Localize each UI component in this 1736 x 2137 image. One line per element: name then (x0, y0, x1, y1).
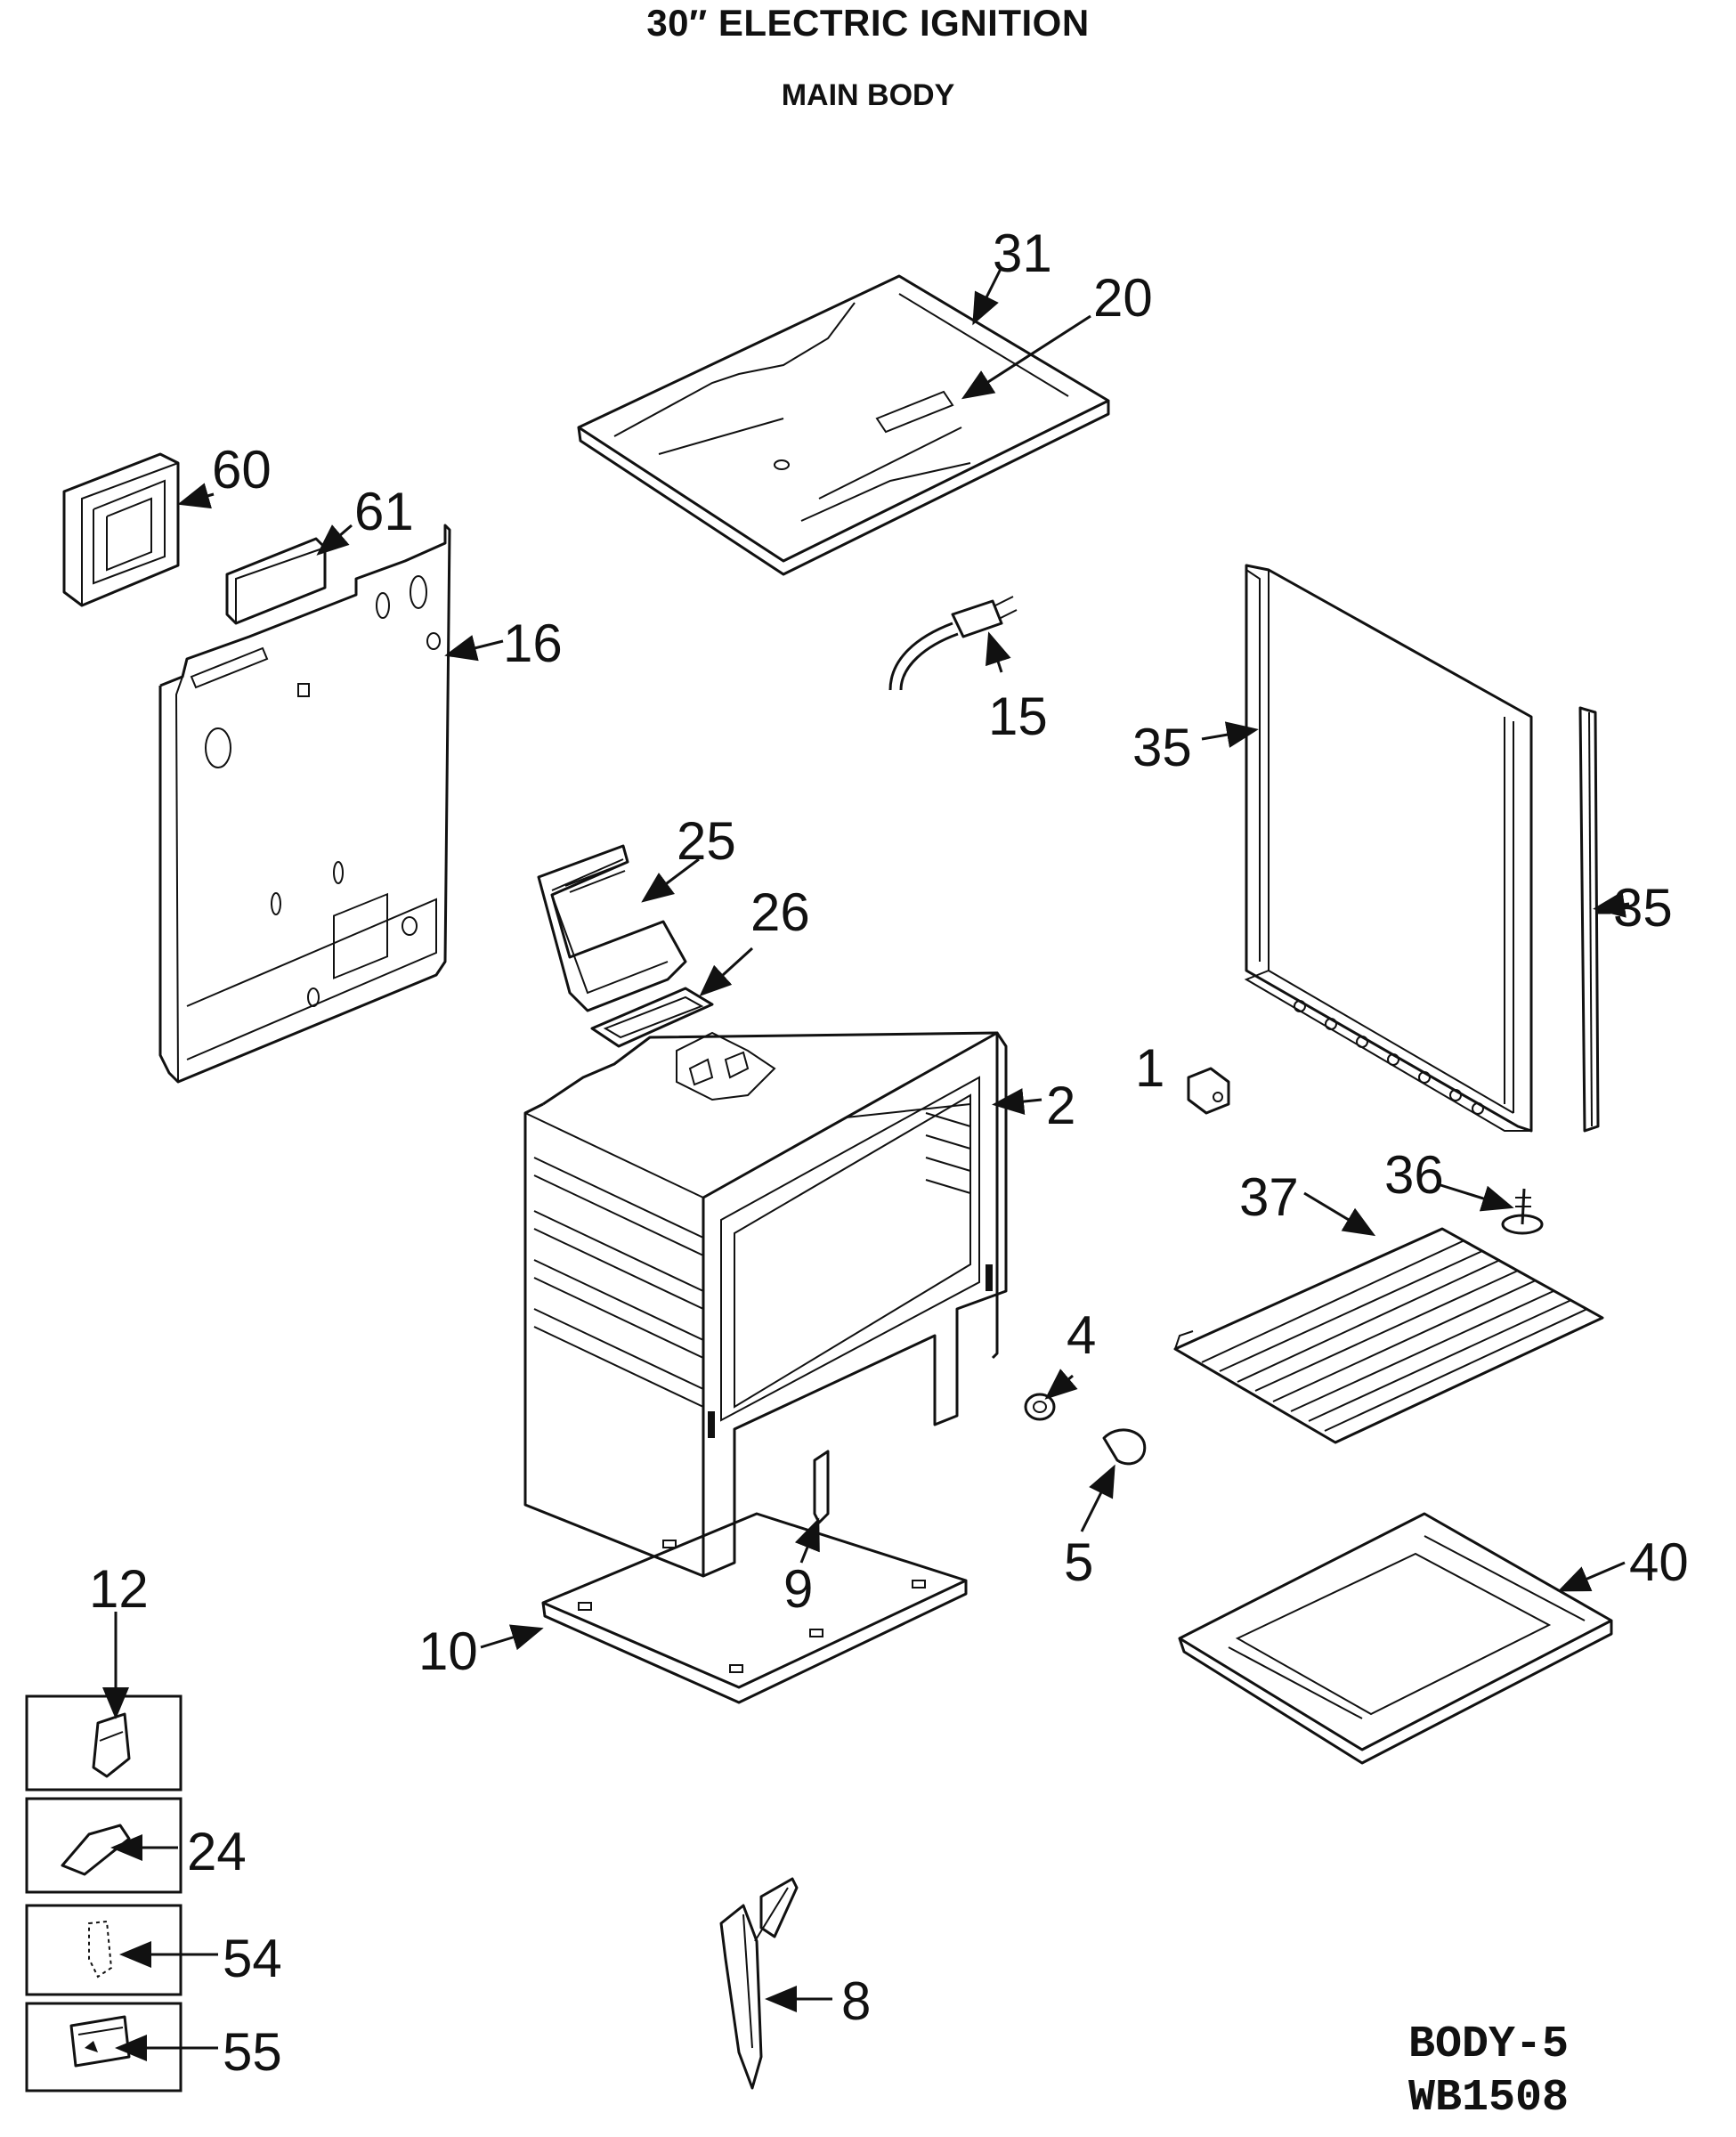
callout-31: 31 (993, 223, 1052, 283)
part-25-vent-duct (537, 844, 687, 1012)
part-40-bottom-tray (1178, 1512, 1613, 1765)
part-4-grommet (1024, 1393, 1056, 1421)
callout-24: 24 (187, 1822, 247, 1881)
part-1-knob (1187, 1067, 1230, 1115)
callout-20: 20 (1093, 268, 1153, 328)
callout-35-panel: 35 (1132, 718, 1192, 777)
callout-15: 15 (988, 687, 1048, 746)
callout-labels: 31 20 60 61 16 15 35 -35 25 26 2 1 37 36… (89, 223, 1689, 2082)
callout-35-trim: -35 (1595, 878, 1673, 938)
inset-part-54 (25, 1904, 183, 1996)
part-31-cooktop (577, 274, 1110, 576)
callout-61: 61 (354, 482, 414, 541)
callout-55: 55 (223, 2022, 282, 2082)
callout-10: 10 (418, 1621, 478, 1681)
callout-2: 2 (1046, 1076, 1075, 1135)
part-15-power-cord (888, 596, 1018, 691)
part-8-hinge (719, 1877, 799, 2090)
leader-lines (102, 266, 1630, 2061)
callout-26: 26 (750, 882, 810, 942)
callout-25: 25 (677, 811, 736, 871)
part-9-bracket (813, 1450, 830, 1524)
diagram-title: 30″ ELECTRIC IGNITION (646, 2, 1090, 44)
section-code: BODY-5 (1408, 2019, 1570, 2070)
callout-60: 60 (212, 440, 272, 500)
model-code: WB1508 (1408, 2073, 1570, 2124)
part-60-control-bracket (62, 452, 180, 607)
inset-part-12 (25, 1694, 183, 1792)
callout-1: 1 (1135, 1038, 1164, 1098)
callout-8: 8 (841, 1971, 871, 2031)
callout-9: 9 (783, 1559, 813, 1619)
diagram-subtitle: MAIN BODY (781, 78, 955, 112)
part-61-block (225, 537, 327, 625)
part-5-knob (1102, 1428, 1147, 1466)
part-10-bottom-panel (541, 1512, 968, 1704)
part-16-back-panel (158, 524, 451, 1084)
callout-40: 40 (1629, 1532, 1689, 1592)
callout-5: 5 (1064, 1532, 1093, 1592)
part-35-side-panel (1244, 564, 1533, 1133)
inset-part-24 (25, 1797, 183, 1894)
callout-36: 36 (1384, 1145, 1444, 1205)
part-26-gasket (590, 987, 714, 1048)
callout-12: 12 (89, 1559, 149, 1619)
callout-16: 16 (503, 613, 563, 673)
callout-4: 4 (1067, 1305, 1096, 1365)
callout-37: 37 (1239, 1167, 1299, 1227)
callout-54: 54 (223, 1929, 282, 1988)
part-35-side-trim (1578, 706, 1600, 1133)
part-2-oven-body (523, 1031, 1008, 1578)
part-36-leveler (1501, 1188, 1544, 1235)
part-37-oven-rack (1173, 1227, 1604, 1444)
